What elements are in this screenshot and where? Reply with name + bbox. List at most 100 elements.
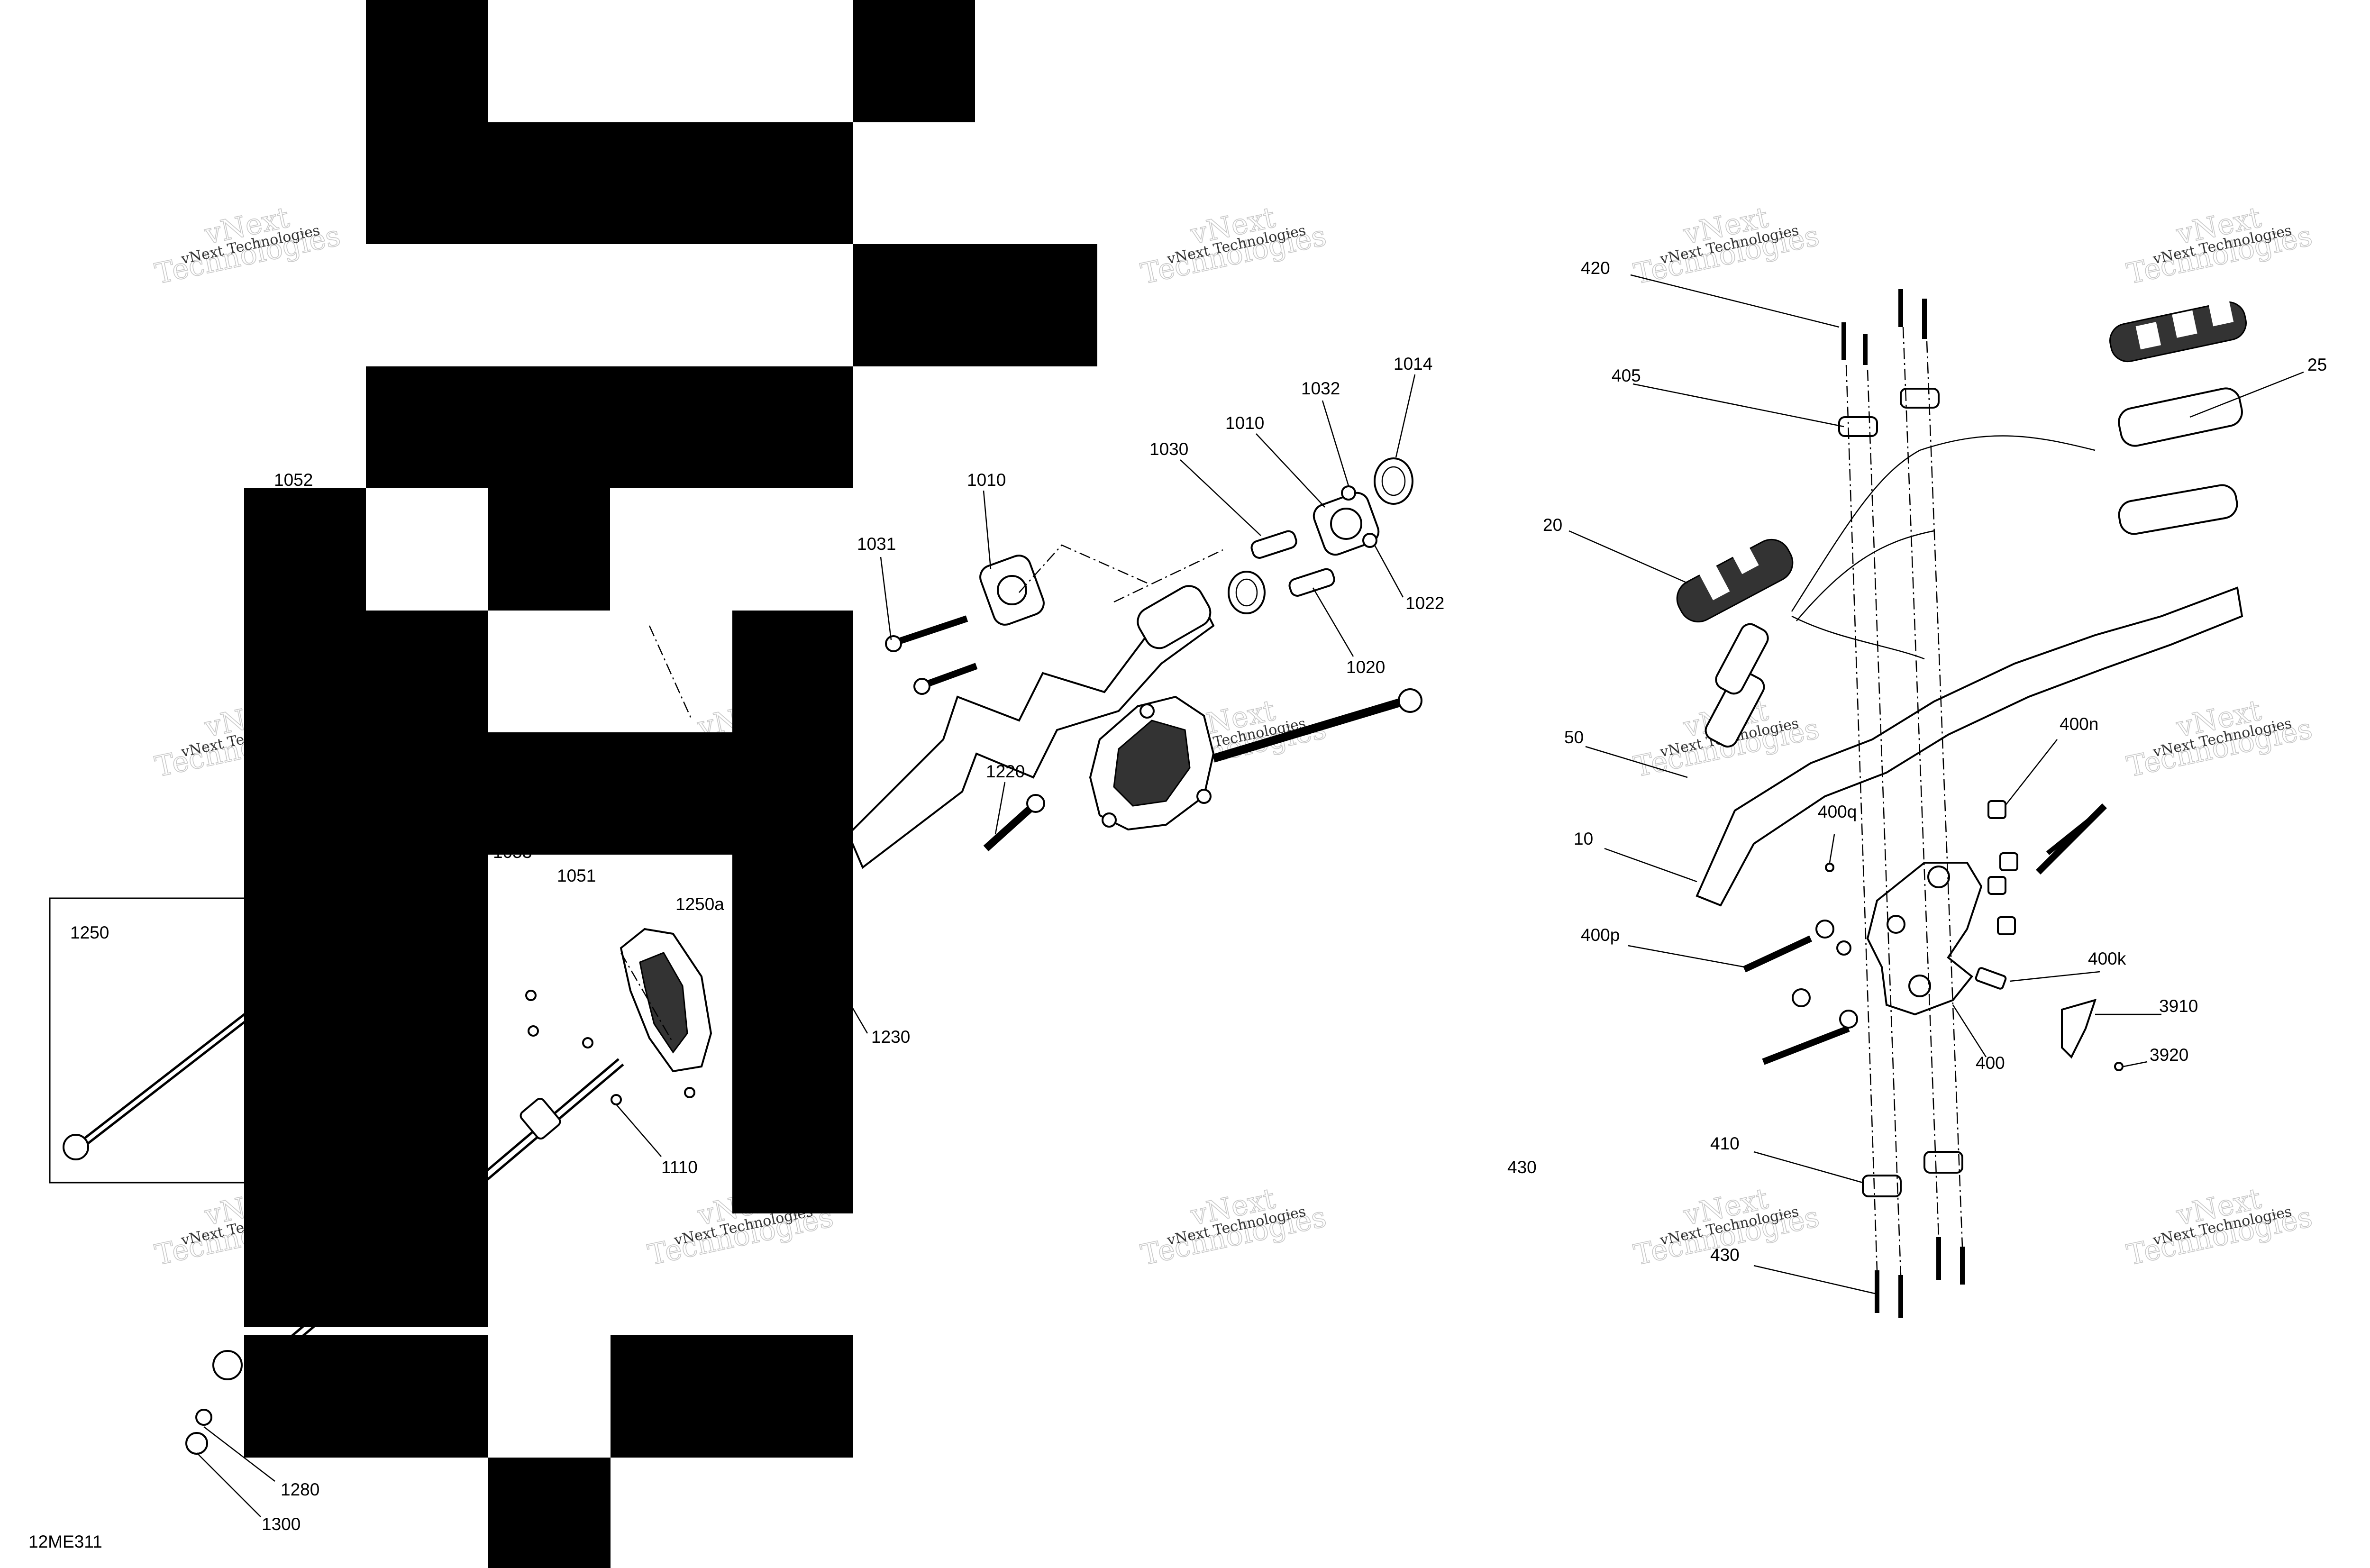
upper-clamps-405: [1838, 388, 1940, 437]
sleeve-50: [1705, 669, 1765, 748]
cover-1250a: [620, 928, 712, 1073]
redaction-block: [488, 732, 732, 855]
grip-20: [1676, 536, 1794, 623]
upper-clamp-1010: [979, 555, 1045, 626]
bolt-1031b: [913, 663, 978, 695]
nut-1022: [1362, 533, 1377, 548]
redaction-block: [366, 0, 488, 244]
callout-50: 50: [1564, 728, 1584, 747]
figure-code: 12ME311: [28, 1532, 102, 1551]
shaft-upper-sleeve: [1137, 585, 1212, 649]
redaction-block: [732, 611, 853, 1213]
lever-3910: [2061, 999, 2097, 1059]
redaction-block: [611, 1335, 853, 1458]
callout-3910: 3910: [2159, 996, 2198, 1016]
callout-410: 410: [1710, 1134, 1740, 1153]
callout-1300: 1300: [262, 1514, 301, 1534]
callout-labels: 1052 1010 1031 1030 1010 1032 1014 1022 …: [28, 258, 2327, 1551]
bolts-420: [1841, 289, 1927, 365]
handlebar-10: [1695, 586, 2243, 907]
screw-3920: [2114, 1062, 2124, 1071]
grip-25: [2109, 299, 2247, 363]
ring-1014: [1374, 457, 1413, 505]
callout-1030: 1030: [1149, 439, 1188, 459]
right-clamp-1010: [1313, 492, 1380, 556]
redaction-block: [244, 488, 366, 1327]
callout-1220: 1220: [986, 762, 1025, 781]
tie-rod-left-boot: [520, 1097, 561, 1140]
bushing-ring-inner: [1235, 578, 1258, 607]
callout-1010: 1010: [967, 470, 1006, 490]
callout-10: 10: [1574, 829, 1593, 848]
redaction-block: [366, 611, 488, 1327]
callout-1020: 1020: [1346, 657, 1385, 677]
callout-430: 430: [1507, 1158, 1537, 1177]
callout-1032: 1032: [1301, 379, 1340, 398]
heater-cable: [1791, 435, 2096, 660]
callout-1280: 1280: [281, 1480, 319, 1499]
alignment-dashes-left2: [620, 625, 693, 1043]
tie-rod-right: [1212, 697, 1404, 763]
redaction-block: [488, 488, 610, 611]
redaction-block: [488, 1458, 611, 1568]
callout-400k: 400k: [2088, 949, 2126, 968]
redaction-block: [853, 244, 1097, 366]
washer-1280: [195, 1409, 212, 1426]
sleeve-50-upper: [1715, 623, 1769, 695]
redaction-blocks: [244, 0, 1097, 1568]
tie-rod-right-end: [1398, 688, 1422, 713]
screw-400q: [1825, 863, 1834, 872]
leader-lines-right: [1568, 274, 2304, 1295]
bolts-400p: [1743, 803, 2107, 1065]
right-assembly: [1568, 274, 2304, 1318]
pin-1030: [1250, 530, 1297, 559]
riser-400: [1866, 862, 1983, 1016]
callout-1010: 1010: [1225, 413, 1264, 433]
callout-1052: 1052: [274, 470, 313, 490]
callout-400: 400: [1976, 1053, 2005, 1073]
steering-gear-housing: [1089, 695, 1215, 831]
callout-1110: 1110: [661, 1158, 698, 1177]
callout-430: 430: [1710, 1245, 1740, 1265]
pin-1020: [1288, 568, 1335, 597]
heater-sleeve-right-lower: [2118, 484, 2238, 535]
callout-405: 405: [1612, 366, 1641, 385]
callout-3920: 3920: [2150, 1045, 2188, 1065]
callout-1053: 1053: [493, 842, 532, 862]
spring-400k: [1975, 967, 2007, 990]
steering-column-shaft: [847, 605, 1215, 869]
tie-rod-left-end: [212, 1350, 243, 1380]
callout-1022: 1022: [1405, 593, 1444, 613]
alignment-dashes-right: [1845, 327, 1963, 1276]
callout-1250: 1250: [70, 923, 109, 942]
callout-1230: 1230: [871, 1027, 910, 1047]
screw-1220: [983, 794, 1045, 851]
callout-400p: 400p: [1581, 925, 1620, 945]
callout-400n: 400n: [2060, 714, 2098, 734]
callout-25: 25: [2307, 355, 2327, 374]
redaction-block: [244, 1335, 488, 1458]
callout-1031: 1031: [857, 534, 896, 554]
callout-1014: 1014: [1394, 354, 1432, 374]
callout-400q: 400q: [1818, 802, 1857, 821]
bolt-1031: [885, 615, 968, 652]
redaction-block: [488, 122, 853, 244]
nuts-400n: [1792, 800, 2018, 1029]
leader-lines-left: [196, 374, 1416, 1517]
bushing-ring: [1228, 571, 1266, 614]
redaction-block: [853, 0, 975, 122]
callout-20: 20: [1543, 515, 1562, 535]
callout-1051: 1051: [557, 866, 596, 885]
nut-1300: [185, 1432, 208, 1455]
ring-1014-inner: [1381, 466, 1406, 496]
alignment-dashes-left: [1019, 544, 1223, 603]
callout-1250a: 1250a: [675, 894, 724, 914]
bolts-430: [1875, 1237, 1965, 1318]
nut-1032: [1341, 485, 1356, 501]
heater-sleeve-right: [2118, 387, 2243, 447]
lower-clamps-410: [1862, 1151, 1963, 1197]
screws-1110: [525, 990, 695, 1105]
redaction-block: [366, 366, 853, 488]
